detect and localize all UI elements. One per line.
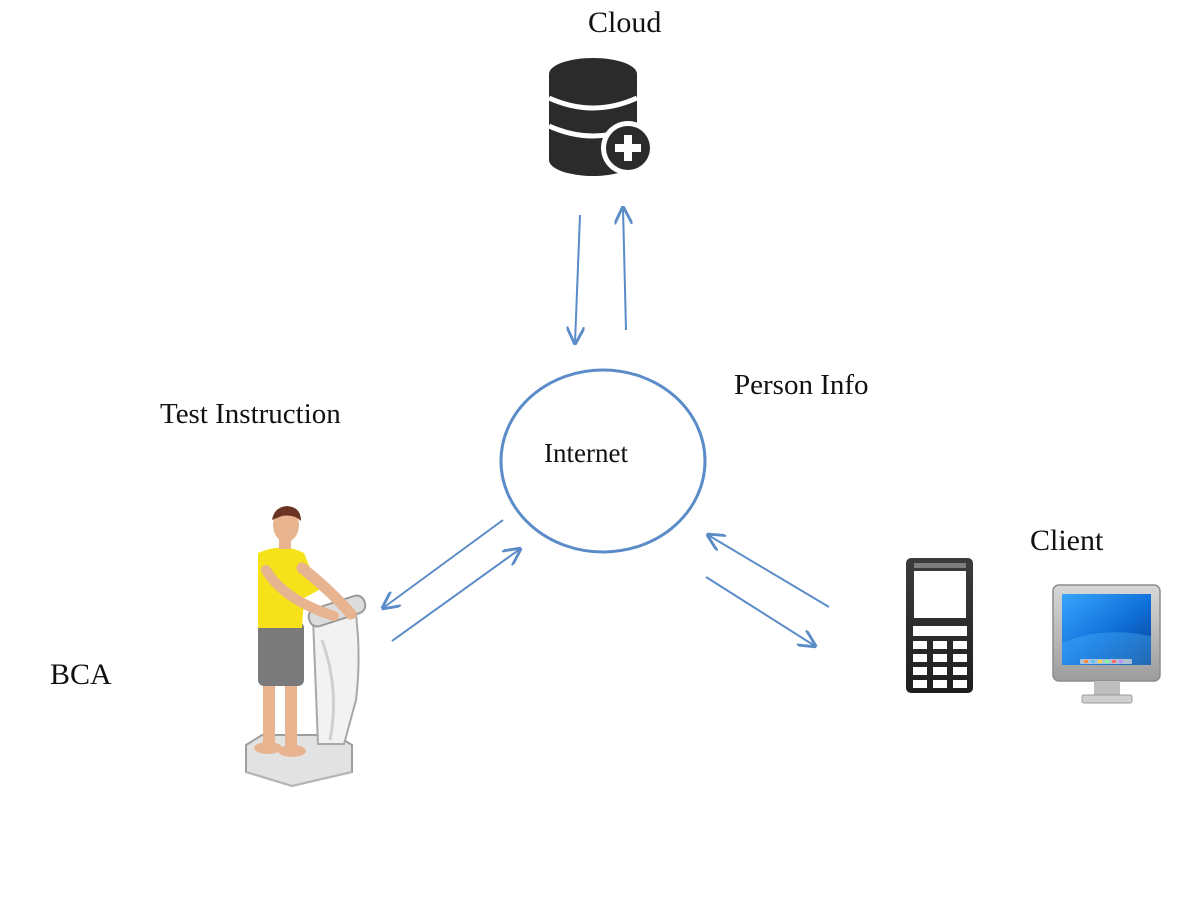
cloud-label: Cloud	[588, 6, 661, 39]
mobile-phone-icon	[906, 558, 973, 693]
database-plus-icon	[547, 58, 655, 176]
arrow-client-to-internet	[708, 535, 830, 608]
person-on-body-composition-analyzer-icon	[245, 506, 367, 788]
desktop-monitor-icon	[1052, 584, 1161, 704]
arrow-internet-to-cloud	[623, 208, 626, 331]
arrow-cloud-to-internet	[575, 214, 580, 343]
arrow-bca-to-internet	[391, 549, 520, 642]
internet-label: Internet	[544, 438, 628, 468]
bca-label: BCA	[50, 658, 112, 691]
person-info-label: Person Info	[734, 369, 869, 401]
client-label: Client	[1030, 524, 1104, 557]
arrow-internet-to-client	[705, 576, 815, 646]
test-instruction-label: Test Instruction	[160, 398, 341, 430]
internet-node: Internet	[499, 368, 707, 554]
arrow-internet-to-bca	[383, 519, 504, 608]
